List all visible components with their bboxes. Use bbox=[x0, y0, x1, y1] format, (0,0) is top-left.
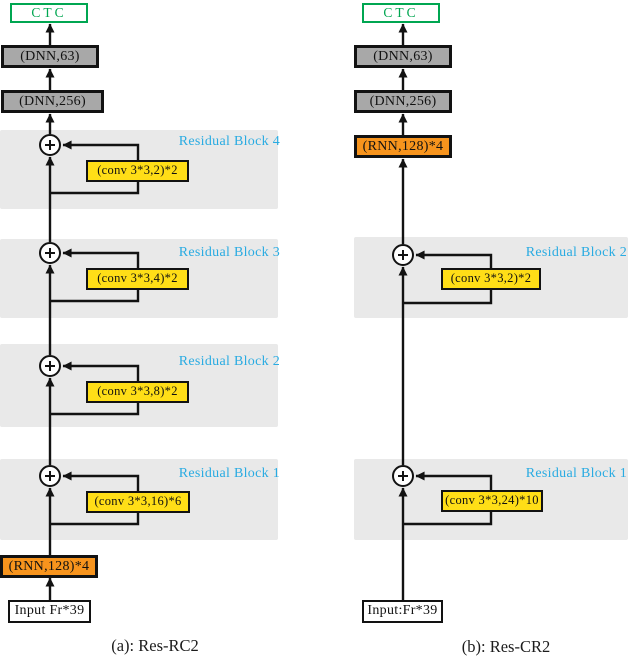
input-box-b: Input:Fr*39 bbox=[362, 600, 443, 623]
block-label-a1: Residual Block 1 bbox=[178, 466, 280, 481]
dnn63-box-a: (DNN,63) bbox=[1, 45, 99, 68]
conv-box-a2: (conv 3*3,8)*2 bbox=[86, 381, 189, 403]
block-label-a2: Residual Block 2 bbox=[178, 354, 280, 369]
sum-node-icon bbox=[39, 134, 61, 156]
sum-node-icon bbox=[39, 242, 61, 264]
sum-node-icon bbox=[39, 465, 61, 487]
conv-box-a1: (conv 3*3,16)*6 bbox=[86, 491, 190, 513]
block-label-a3: Residual Block 3 bbox=[178, 245, 280, 260]
sum-node-icon bbox=[39, 355, 61, 377]
dnn63-box-b: (DNN,63) bbox=[354, 45, 452, 68]
conv-box-a4: (conv 3*3,2)*2 bbox=[86, 160, 189, 182]
dnn256-box-a: (DNN,256) bbox=[1, 90, 104, 113]
sum-node-icon bbox=[392, 465, 414, 487]
rnn-box-a: (RNN,128)*4 bbox=[0, 555, 98, 578]
conv-box-a3: (conv 3*3,4)*2 bbox=[86, 268, 189, 290]
ctc-box-a: CTC bbox=[10, 3, 88, 23]
input-box-a: Input Fr*39 bbox=[8, 600, 91, 623]
caption-b: (b): Res-CR2 bbox=[461, 637, 551, 656]
ctc-box-b: CTC bbox=[362, 3, 440, 23]
block-label-a4: Residual Block 4 bbox=[178, 134, 280, 149]
rnn-box-b: (RNN,128)*4 bbox=[354, 135, 452, 158]
dnn256-box-b: (DNN,256) bbox=[354, 90, 452, 113]
block-label-b1: Residual Block 1 bbox=[525, 466, 627, 481]
conv-box-b1: (conv 3*3,24)*10 bbox=[441, 490, 543, 512]
conv-box-b2: (conv 3*3,2)*2 bbox=[441, 268, 541, 290]
sum-node-icon bbox=[392, 244, 414, 266]
block-label-b2: Residual Block 2 bbox=[525, 245, 627, 260]
caption-a: (a): Res-RC2 bbox=[111, 636, 199, 655]
